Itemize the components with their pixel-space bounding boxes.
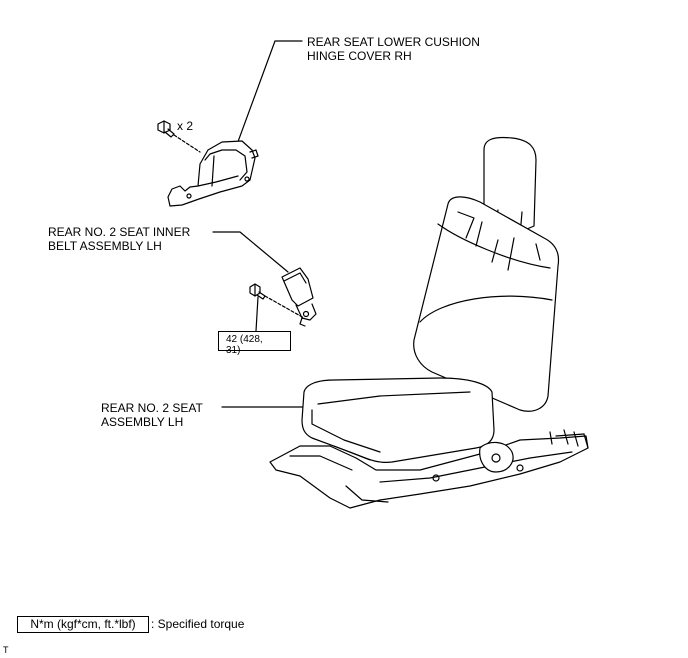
seat-assembly-icon xyxy=(269,136,589,509)
seat-label-line2: ASSEMBLY LH xyxy=(101,415,184,429)
torque-spec-line1: 42 (428, xyxy=(226,334,263,345)
belt-label-line1: REAR NO. 2 SEAT INNER xyxy=(48,225,191,239)
hinge-cover-bolt-icon xyxy=(157,120,201,153)
hinge-cover-label-line2: HINGE COVER RH xyxy=(307,49,412,63)
torque-spec-line2: 31) xyxy=(226,345,241,356)
leader-lines xyxy=(212,40,306,408)
torque-spec-box: 42 (428, 31) xyxy=(218,331,291,356)
hinge-cover-label-line1: REAR SEAT LOWER CUSHION xyxy=(307,35,480,49)
corner-mark: T xyxy=(3,645,9,655)
belt-label-line2: BELT ASSEMBLY LH xyxy=(48,239,162,253)
belt-buckle-icon xyxy=(281,267,317,327)
hinge-cover-icon xyxy=(167,140,259,207)
legend-unit-box: N*m (kgf*cm, ft.*lbf) xyxy=(17,616,149,633)
seat-label-line1: REAR NO. 2 SEAT xyxy=(101,401,203,415)
bolt-quantity: x 2 xyxy=(177,119,194,133)
belt-bolt-icon xyxy=(249,283,305,319)
legend-description: : Specified torque xyxy=(151,617,245,631)
